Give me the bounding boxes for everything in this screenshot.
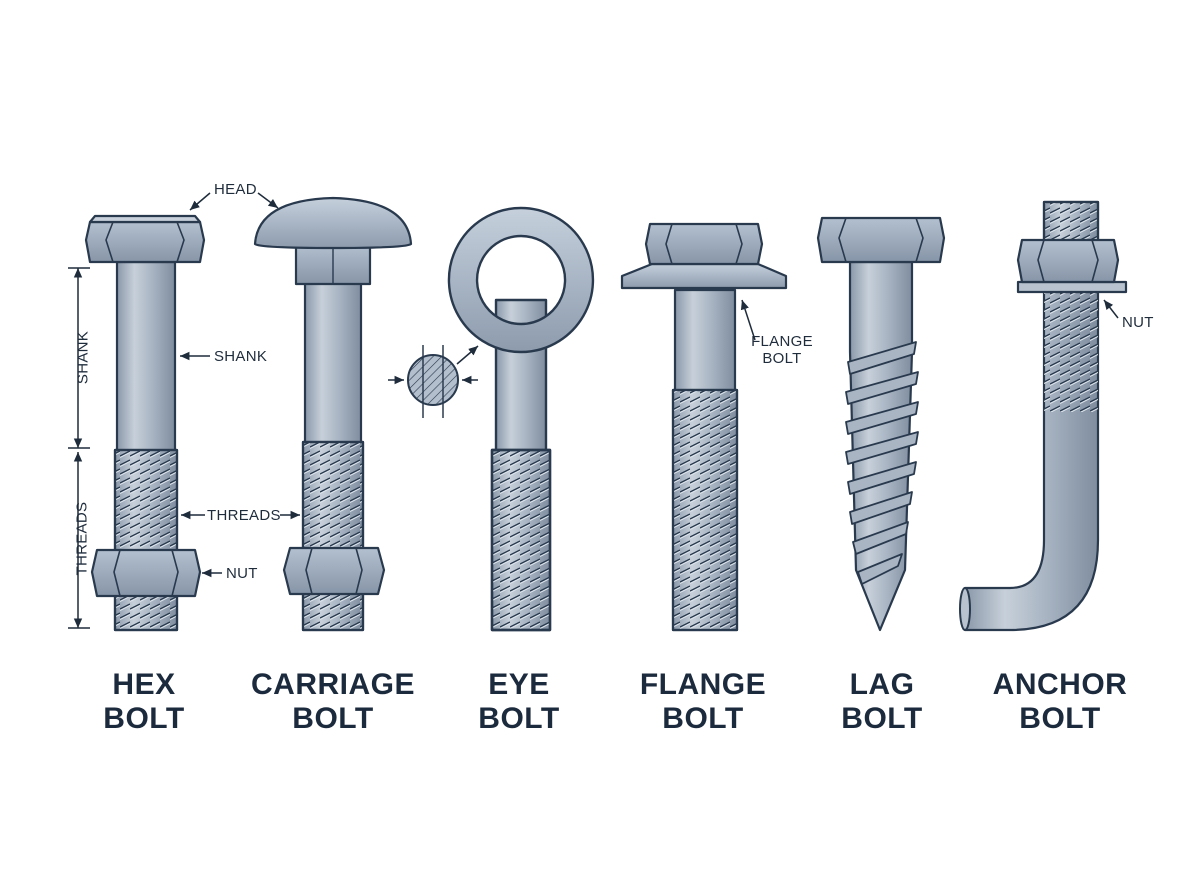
flange-bolt-flange	[620, 262, 788, 290]
anchor-bolt	[959, 200, 1128, 632]
carriage-bolt	[253, 196, 413, 632]
carriage-bolt-title-line2: BOLT	[292, 702, 374, 735]
shank-callout: SHANK	[214, 348, 268, 365]
flange-bolt-shank	[673, 288, 737, 394]
hex-bolt-title-line1: HEX	[112, 668, 176, 701]
hex-bolt-shank	[115, 260, 177, 454]
flange-bolt-title-line1: FLANGE	[639, 668, 767, 701]
carriage-bolt-nut	[282, 546, 386, 596]
hex-bolt	[84, 214, 206, 632]
nut-callout: NUT	[226, 565, 258, 582]
lag-bolt-head	[816, 216, 946, 264]
anchor-bolt-nut	[1016, 238, 1120, 284]
flange-bolt-callout: FLANGE BOLT	[744, 333, 820, 367]
eye-bolt-title-line1: EYE	[488, 668, 550, 701]
eye-bolt-title-line2: BOLT	[478, 702, 560, 735]
anchor-nut-callout: NUT	[1122, 314, 1154, 331]
flange-bolt-callout-line2: BOLT	[762, 350, 802, 367]
carriage-bolt-title: CARRIAGE BOLT	[223, 668, 443, 736]
hex-bolt-title-line2: BOLT	[103, 702, 185, 735]
threads-dimension-label: THREADS	[73, 501, 91, 576]
lag-bolt	[816, 216, 946, 632]
head-callout: HEAD	[214, 181, 257, 198]
lag-bolt-title: LAG BOLT	[772, 668, 992, 736]
hex-bolt-nut	[90, 548, 202, 598]
anchor-bolt-title: ANCHOR BOLT	[950, 668, 1170, 736]
flange-bolt-callout-line1: FLANGE	[751, 333, 813, 350]
carriage-bolt-title-line1: CARRIAGE	[250, 668, 415, 701]
anchor-bolt-washer	[1016, 280, 1128, 294]
shank-cross-section	[388, 345, 479, 418]
eye-bolt-ring	[447, 206, 595, 354]
flange-bolt	[620, 222, 788, 632]
hex-bolt-head	[84, 214, 206, 264]
lag-bolt-title-line2: BOLT	[841, 702, 923, 735]
flange-bolt-title-line2: BOLT	[662, 702, 744, 735]
eye-bolt-title: EYE BOLT	[409, 668, 629, 736]
dimension-lines	[68, 267, 90, 629]
flange-bolt-title: FLANGE BOLT	[593, 668, 813, 736]
callout-pointers	[180, 192, 1119, 578]
hex-bolt-title: HEX BOLT	[34, 668, 254, 736]
shank-dimension-label: SHANK	[74, 330, 92, 385]
eye-bolt	[447, 206, 595, 632]
carriage-bolt-dome-head	[253, 196, 413, 250]
flange-bolt-head	[644, 222, 764, 266]
lag-bolt-title-line1: LAG	[849, 668, 915, 701]
threads-callout: THREADS	[207, 507, 281, 524]
anchor-bolt-title-line1: ANCHOR	[992, 668, 1128, 701]
anchor-bolt-title-line2: BOLT	[1019, 702, 1101, 735]
lag-bolt-spiral-threads	[845, 341, 919, 585]
carriage-bolt-shank	[303, 280, 363, 446]
